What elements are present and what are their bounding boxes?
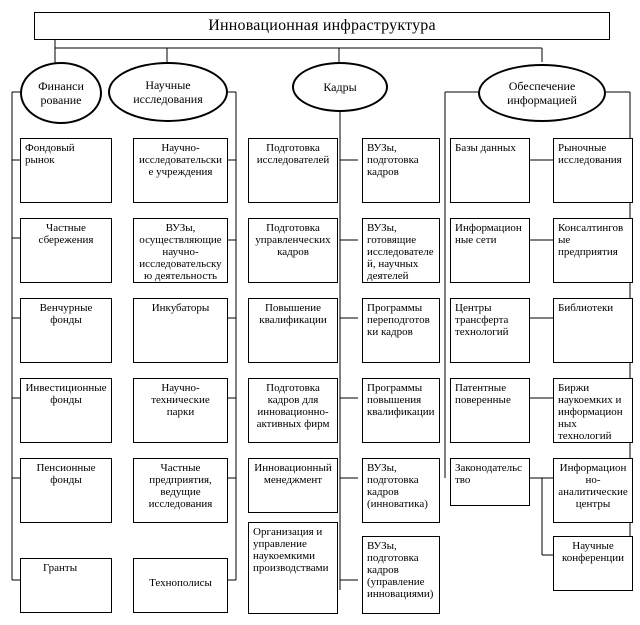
personnel-item-high-tech-production: Организация и управление наукоемкими про… bbox=[248, 522, 338, 614]
research-item-technopolises: Технополисы bbox=[133, 558, 228, 613]
category-finance: Финанси рование bbox=[20, 62, 102, 124]
personnel-item-qualification: Повышение квалификации bbox=[248, 298, 338, 363]
finance-item-venture-funds: Венчурные фонды bbox=[20, 298, 112, 363]
info-item-patent-attorneys: Патентные поверенные bbox=[450, 378, 530, 443]
info-item-exchanges: Биржи наукоемких и информационных технол… bbox=[553, 378, 633, 443]
info-item-analytics-centers: Информационно-аналитические центры bbox=[553, 458, 633, 523]
info-item-market-research: Рыночные исследования bbox=[553, 138, 633, 203]
personnel-item-innovative-firms: Подготовка кадров для инновационно-актив… bbox=[248, 378, 338, 443]
personnel-item-innovation-management: Инновационный менеджмент bbox=[248, 458, 338, 513]
personnel-item-retraining-programs: Программы переподготовки кадров bbox=[362, 298, 440, 363]
category-research-label: Научные исследования bbox=[133, 78, 203, 106]
research-item-universities: ВУЗы, осуществляющие научно-исследовател… bbox=[133, 218, 228, 283]
research-item-science-parks: Научно-технические парки bbox=[133, 378, 228, 443]
info-item-consulting: Консалтинговые предприятия bbox=[553, 218, 633, 283]
research-item-incubators: Инкубаторы bbox=[133, 298, 228, 363]
personnel-item-managers-training: Подготовка управленческих кадров bbox=[248, 218, 338, 283]
personnel-item-universities-innovatics: ВУЗы, подготовка кадров (инноватика) bbox=[362, 458, 440, 523]
personnel-item-qualification-programs: Программы повышения квалификации bbox=[362, 378, 440, 443]
info-item-networks: Информационные сети bbox=[450, 218, 530, 283]
finance-item-private-savings: Частные сбережения bbox=[20, 218, 112, 283]
research-item-institutions: Научно-исследовательские учреждения bbox=[133, 138, 228, 203]
research-item-private-companies: Частные предприятия, ведущие исследовани… bbox=[133, 458, 228, 523]
finance-item-grants: Гранты bbox=[20, 558, 112, 613]
category-personnel: Кадры bbox=[292, 62, 388, 112]
info-item-databases: Базы данных bbox=[450, 138, 530, 203]
info-item-tech-transfer-centers: Центры трансферта технологий bbox=[450, 298, 530, 363]
category-information-label: Обеспечение информацией bbox=[507, 79, 577, 107]
category-finance-label: Финанси рование bbox=[38, 79, 84, 107]
personnel-item-universities-innovation-management: ВУЗы, подготовка кадров (управление инно… bbox=[362, 536, 440, 614]
category-personnel-label: Кадры bbox=[323, 80, 357, 94]
finance-item-stock-market: Фондовый рынок bbox=[20, 138, 112, 203]
category-information: Обеспечение информацией bbox=[478, 64, 606, 122]
finance-item-pension-funds: Пенсионные фонды bbox=[20, 458, 112, 523]
info-item-conferences: Научные конференции bbox=[553, 536, 633, 591]
personnel-item-universities-training: ВУЗы, подготовка кадров bbox=[362, 138, 440, 203]
info-item-legislation: Законодательство bbox=[450, 458, 530, 506]
personnel-item-researchers-training: Подготовка исследователей bbox=[248, 138, 338, 203]
info-item-libraries: Библиотеки bbox=[553, 298, 633, 363]
personnel-item-universities-researchers: ВУЗы, готовящие исследователей, научных … bbox=[362, 218, 440, 283]
finance-item-investment-funds: Инвестиционные фонды bbox=[20, 378, 112, 443]
diagram-title: Инновационная инфраструктура bbox=[34, 12, 610, 40]
category-research: Научные исследования bbox=[108, 62, 228, 122]
